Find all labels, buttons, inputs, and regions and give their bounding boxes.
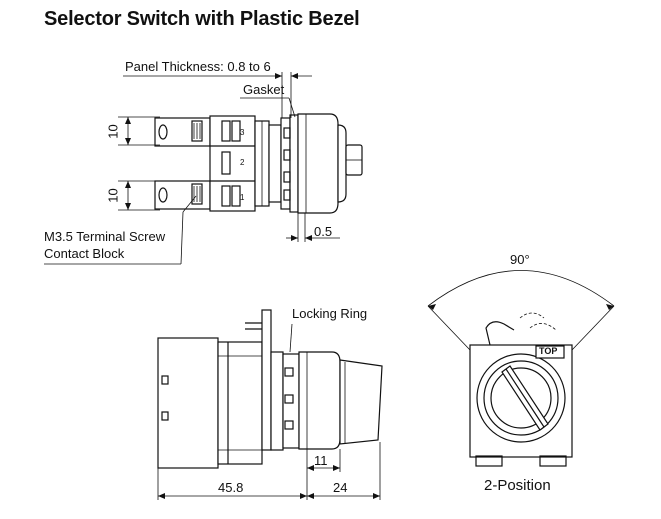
contact-block-label: Contact Block — [44, 246, 125, 261]
top-mark-label: TOP — [539, 346, 558, 356]
terminal-screw-label: M3.5 Terminal Screw — [44, 229, 166, 244]
panel-thickness-label: Panel Thickness: 0.8 to 6 — [125, 59, 271, 74]
block-number-3: 3 — [240, 128, 245, 137]
block-number-2: 2 — [240, 158, 245, 167]
dimension-45-8: 45.8 — [218, 480, 244, 495]
diagram-title: Selector Switch with Plastic Bezel — [44, 8, 360, 30]
dimension-11: 11 — [314, 453, 328, 468]
block-number-1: 1 — [240, 193, 245, 202]
two-position-label: 2-Position — [484, 477, 551, 494]
locking-ring-label: Locking Ring — [292, 306, 368, 321]
top-view-drawing — [44, 72, 363, 265]
dimension-24: 24 — [333, 480, 348, 495]
dimension-0-5: 0.5 — [314, 224, 333, 239]
angle-label: 90° — [510, 252, 530, 267]
front-view-drawing — [427, 270, 615, 467]
gasket-label: Gasket — [243, 82, 285, 97]
dimension-10-lower: 10 — [105, 188, 121, 203]
dimension-10-upper: 10 — [105, 124, 121, 139]
side-view-drawing — [157, 309, 383, 500]
